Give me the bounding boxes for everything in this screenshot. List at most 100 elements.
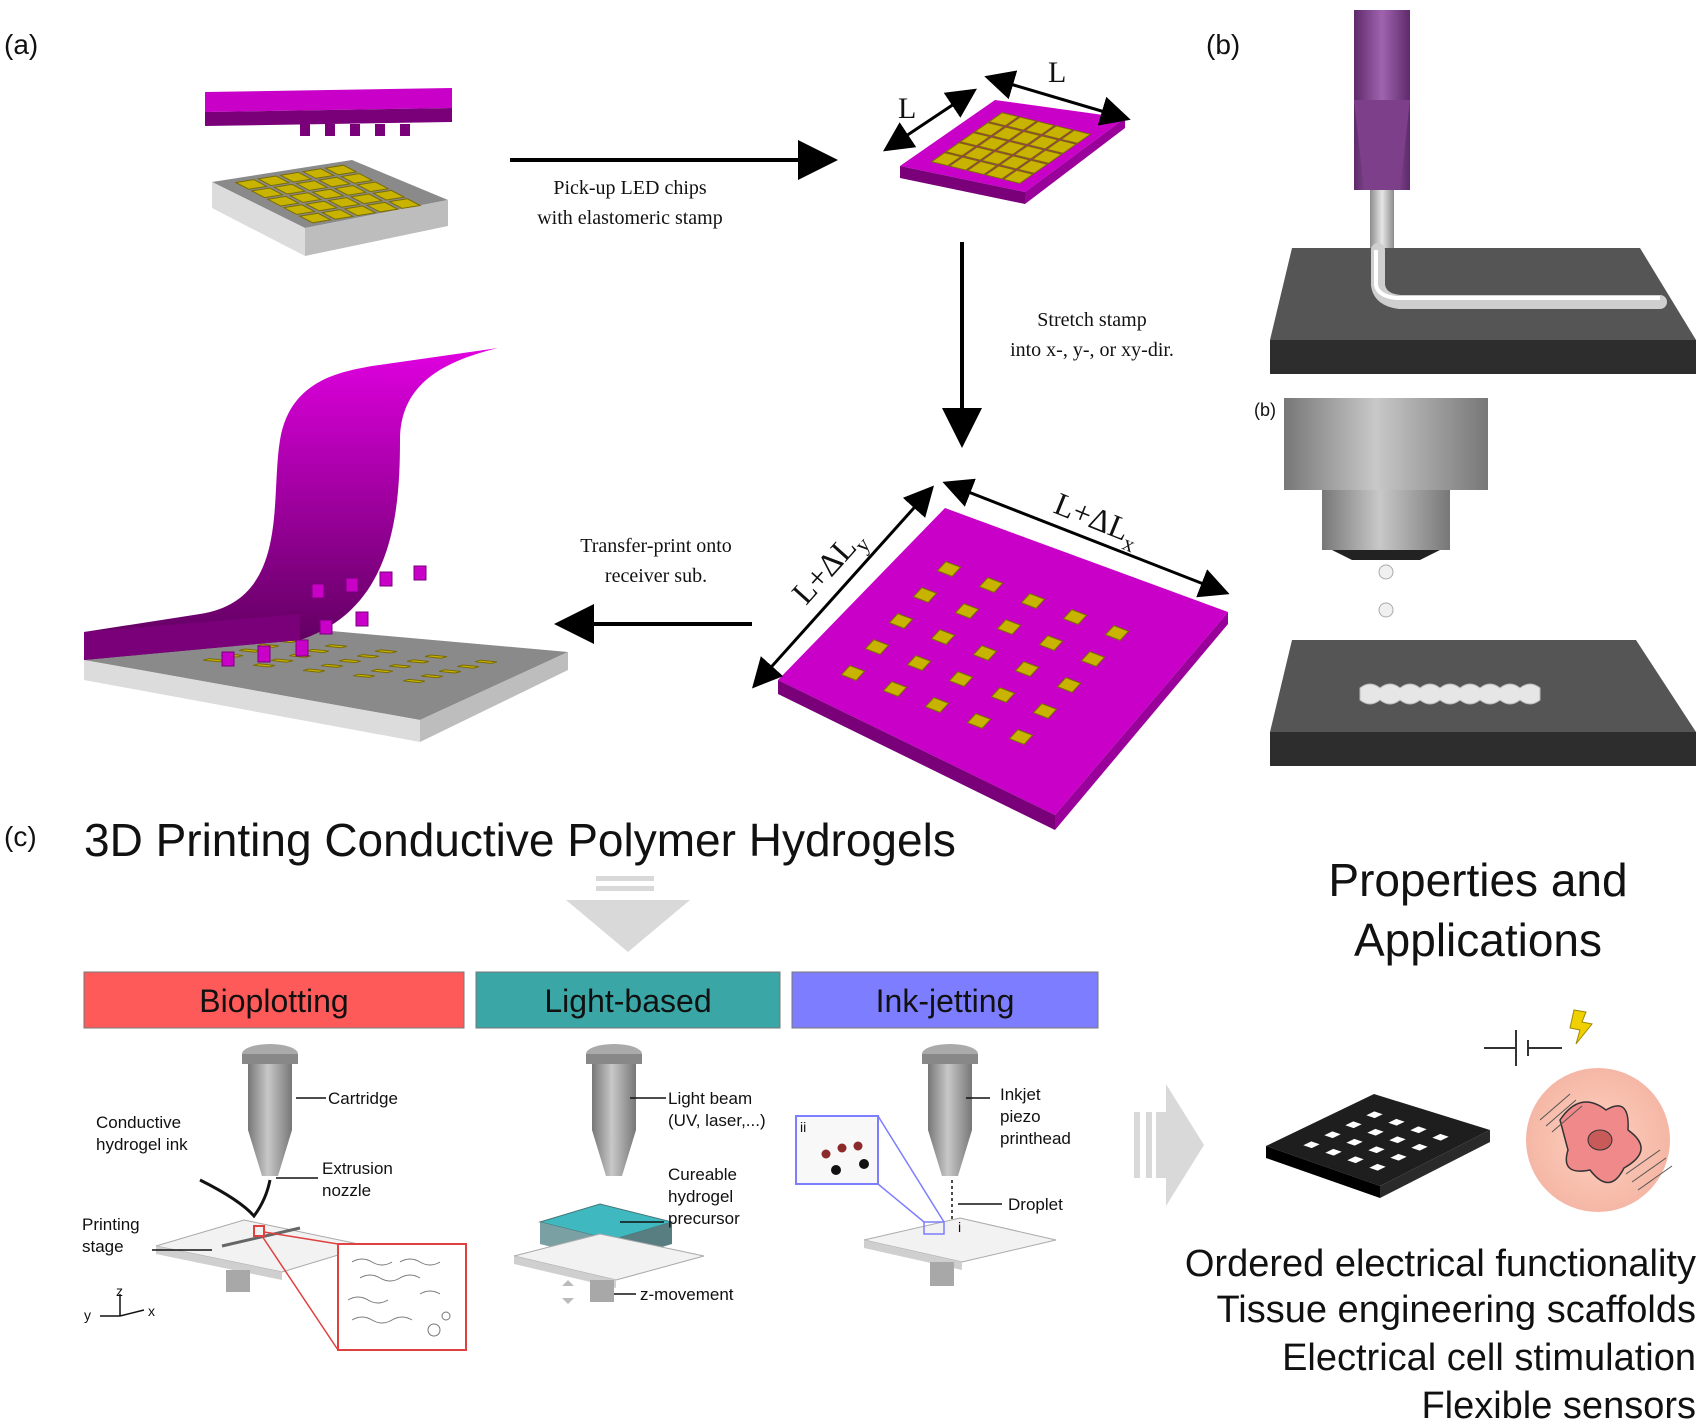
led-chip <box>320 209 355 220</box>
label-ink-line1: Conductive <box>96 1113 181 1132</box>
led-chip <box>295 180 329 191</box>
dim-L-2: L <box>1048 56 1066 89</box>
panel-c-title: 3D Printing Conductive Polymer Hydrogels <box>84 814 956 866</box>
led-chip <box>1002 169 1034 184</box>
method-label-light-based: Light-based <box>544 983 711 1019</box>
led-chip <box>234 179 269 190</box>
led-chip <box>387 198 422 209</box>
led-chip <box>266 195 301 207</box>
label-precursor-line2: hydrogel <box>668 1187 733 1206</box>
led-chip <box>371 189 406 201</box>
dim-arrow-Lx <box>942 478 1230 598</box>
led-chip <box>406 659 430 664</box>
application-1: Ordered electrical functionality <box>1185 1243 1696 1285</box>
led-chip <box>250 187 285 199</box>
method-header-ink-jetting: Ink-jetting <box>791 971 1099 1029</box>
led-chip <box>388 664 412 669</box>
label-inkjet-line1: Inkjet <box>1000 1085 1041 1104</box>
led-chip <box>333 185 368 196</box>
led-chip <box>1062 609 1088 625</box>
step1-label-line1: Pick-up LED chips <box>553 177 707 199</box>
led-chip <box>374 649 398 654</box>
led-chip <box>1014 661 1040 677</box>
dim-arrow-L1 <box>883 88 977 152</box>
panel-label-b: (b) <box>1206 29 1240 60</box>
scaffold-hole <box>1390 1153 1407 1161</box>
led-chip <box>996 619 1022 635</box>
scaffold-hole <box>1411 1143 1428 1151</box>
label-precursor-line1: Cureable <box>668 1165 737 1184</box>
transfer-print <box>84 348 568 742</box>
label-precursor-line3: precursor <box>668 1209 740 1228</box>
led-chip <box>998 155 1031 170</box>
led-chip <box>420 674 444 679</box>
led-chip <box>972 645 998 661</box>
step2-label-line2: into x-, y-, or xy-dir. <box>1010 339 1174 361</box>
panel-label-c: (c) <box>4 821 37 852</box>
battery-icon <box>1484 1030 1562 1066</box>
properties-title-line1: Properties and <box>1328 854 1627 906</box>
scaffold-hole <box>1367 1128 1384 1136</box>
scaffold-hole <box>1325 1148 1342 1156</box>
lightning-icon <box>1569 1009 1593 1045</box>
label-light-beam-line2: (UV, laser,...) <box>668 1111 766 1130</box>
axis-label-z: z <box>116 1283 123 1299</box>
led-chip <box>365 201 400 213</box>
scaffold-hole <box>1366 1111 1383 1119</box>
led-chip <box>995 140 1027 156</box>
led-chip <box>1056 677 1082 693</box>
down-arrow-icon <box>566 876 690 952</box>
led-chip <box>924 697 950 713</box>
method-label-ink-jetting: Ink-jetting <box>876 983 1015 1019</box>
panel-label-b-inner: (b) <box>1254 400 1276 420</box>
label-stage-line1: Printing <box>82 1215 140 1234</box>
led-chip <box>1045 139 1078 154</box>
label-ink-line2: hydrogel ink <box>96 1135 188 1154</box>
led-chip <box>352 673 376 678</box>
step3-label-line1: Transfer-print onto <box>580 535 732 557</box>
scaffold-hole <box>1346 1138 1363 1146</box>
led-chip <box>966 713 992 729</box>
scaffold-hole <box>1324 1131 1341 1139</box>
label-cartridge: Cartridge <box>328 1089 398 1108</box>
application-2: Tissue engineering scaffolds <box>1216 1289 1696 1331</box>
application-4: Flexible sensors <box>1421 1385 1696 1427</box>
led-chip <box>339 173 374 184</box>
led-chip <box>948 156 980 171</box>
led-chip <box>338 658 362 664</box>
led-chip <box>954 603 980 619</box>
stamp-over-substrate <box>205 88 452 256</box>
led-chip <box>1027 135 1060 150</box>
scaffold-hole <box>1345 1121 1362 1129</box>
led-chip <box>973 122 1006 137</box>
led-chip <box>343 205 377 217</box>
application-3: Electrical cell stimulation <box>1282 1337 1696 1379</box>
led-chip <box>1032 703 1058 719</box>
led-chip <box>288 192 323 203</box>
bioplotting-illustration: z y x Cartridge Conductive hydrogel ink … <box>82 1044 467 1351</box>
scaffold-hole <box>1303 1141 1320 1149</box>
label-droplet: Droplet <box>1008 1195 1063 1214</box>
dim-Lx: L+ΔLx <box>1047 485 1145 557</box>
scaffold-hole <box>1369 1163 1386 1171</box>
led-chip <box>317 176 352 188</box>
scaffold-hole <box>1389 1136 1406 1144</box>
led-chip <box>438 669 462 674</box>
led-chip <box>270 658 294 663</box>
scaffold-hole <box>1368 1146 1385 1154</box>
inset-label-i: i <box>958 1219 961 1235</box>
led-chip <box>304 200 339 212</box>
method-label-bioplotting: Bioplotting <box>199 983 348 1019</box>
method-header-bioplotting: Bioplotting <box>83 971 465 1029</box>
led-chip <box>948 671 974 687</box>
panel-a: Pick-up LED chips with elastomeric stamp… <box>84 56 1230 830</box>
properties-title-line2: Applications <box>1354 914 1602 966</box>
label-inkjet-line3: printhead <box>1000 1129 1071 1148</box>
dim-L-1: L <box>898 92 916 125</box>
led-chip <box>356 654 380 659</box>
led-chip <box>1009 130 1042 146</box>
led-chip <box>311 188 345 200</box>
dim-arrow-Ly <box>751 485 935 689</box>
light-based-illustration: Light beam (UV, laser,...) Cureable hydr… <box>513 1044 766 1304</box>
